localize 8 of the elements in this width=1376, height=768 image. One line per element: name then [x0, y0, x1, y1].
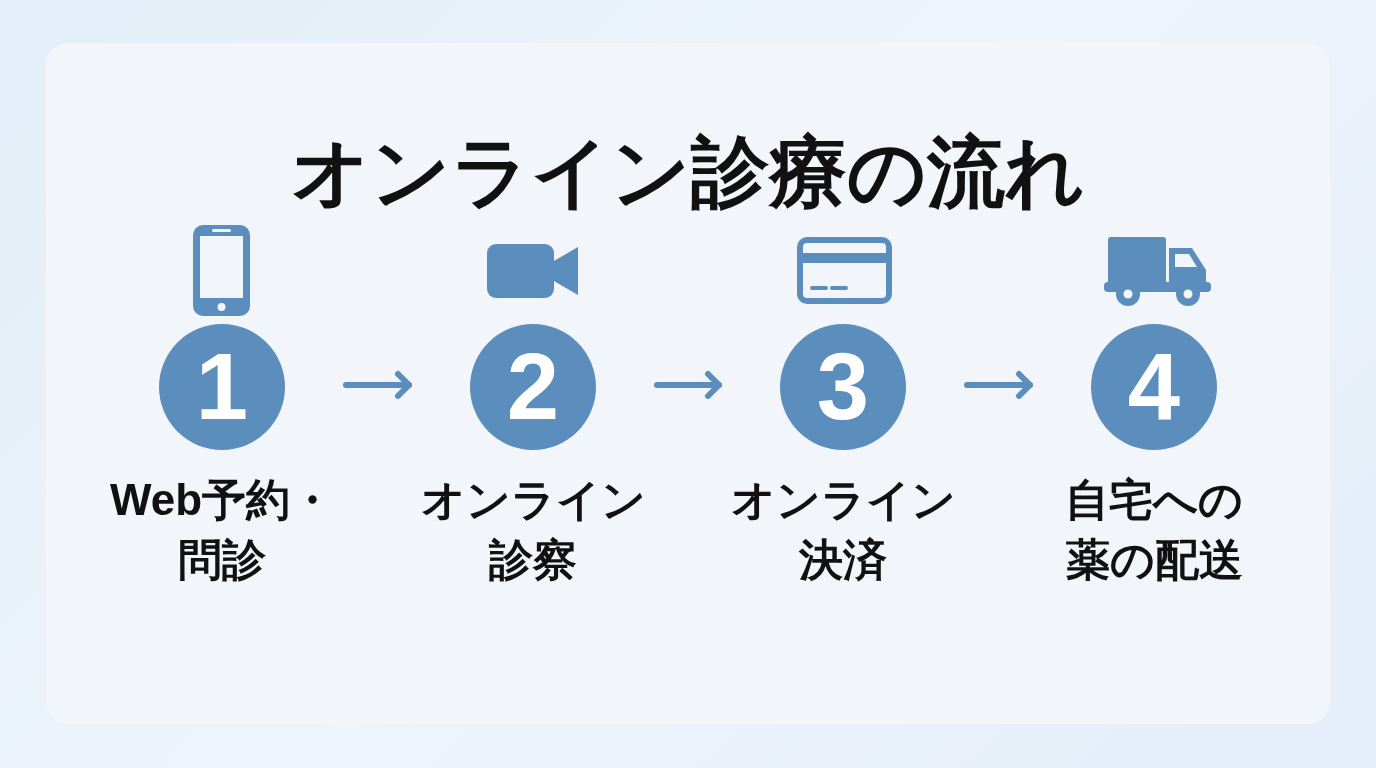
step-label: 自宅への薬の配送: [1064, 474, 1244, 586]
step-label: オンライン診察: [419, 474, 647, 586]
arrow: [343, 371, 412, 399]
step-label: オンライン決済: [729, 474, 957, 586]
arrow: [964, 371, 1033, 399]
arrow: [654, 371, 722, 399]
title: オンライン診療の流れ: [290, 127, 1086, 218]
step-label: Web予約・問診: [108, 474, 336, 586]
